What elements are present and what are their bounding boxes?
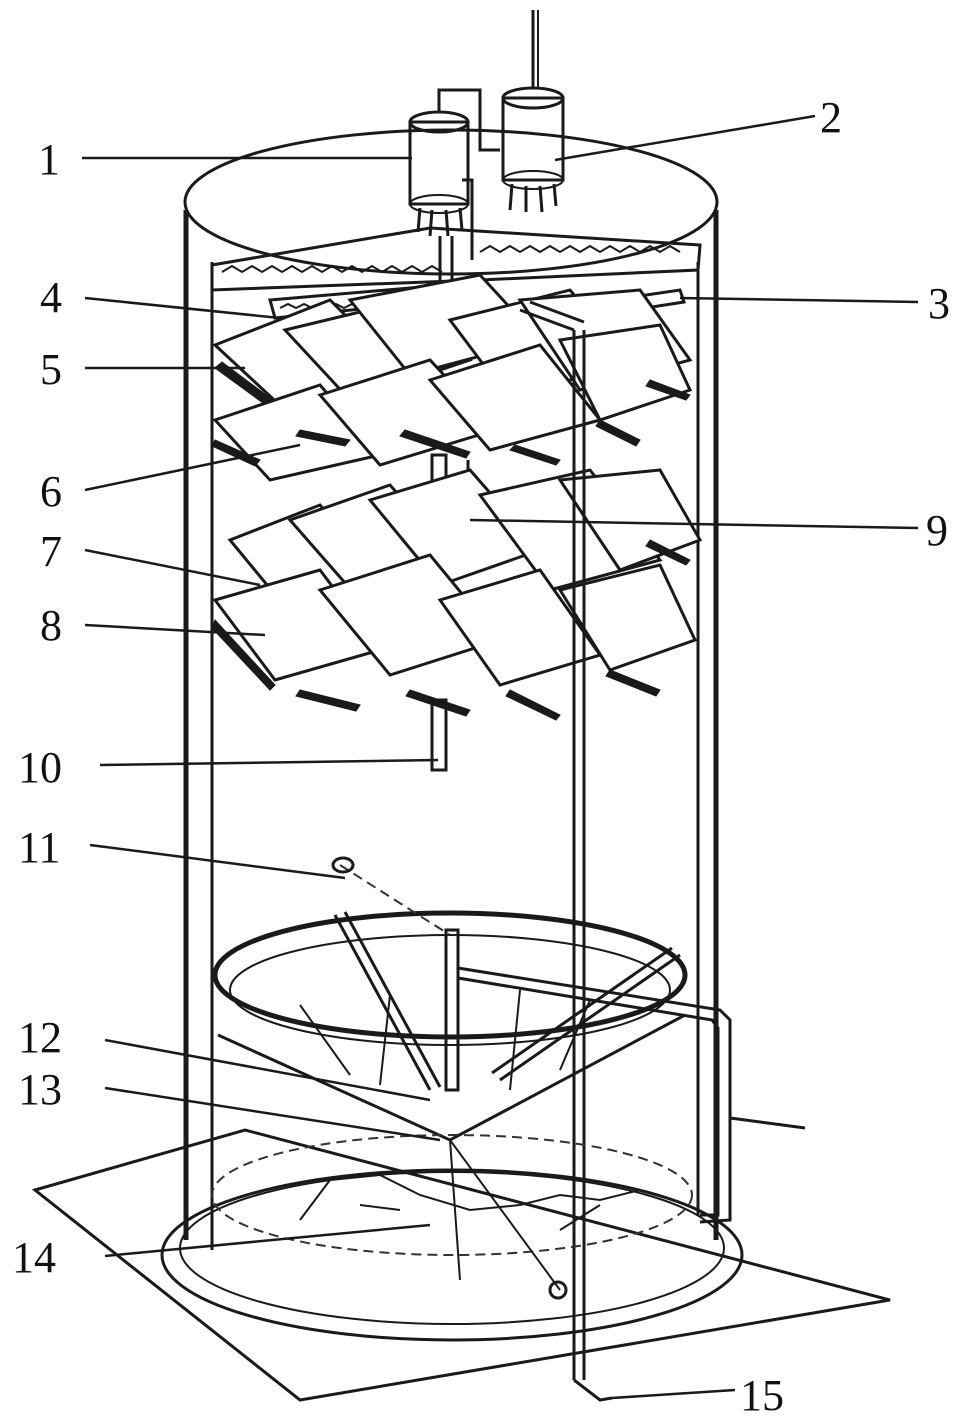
outlet-pipe-10 bbox=[430, 698, 448, 772]
label-2: 2 bbox=[820, 93, 842, 142]
label-14: 14 bbox=[12, 1233, 56, 1282]
vertical-tube-11 bbox=[444, 928, 460, 1092]
vessel-1 bbox=[408, 88, 500, 237]
top-grid-texture bbox=[221, 244, 681, 274]
bottom-feed-line bbox=[449, 1139, 561, 1291]
vessel-2 bbox=[501, 10, 565, 213]
leader-11 bbox=[89, 843, 346, 880]
leader-2 bbox=[554, 114, 816, 162]
leader-9 bbox=[469, 518, 919, 530]
leader-7 bbox=[84, 548, 261, 587]
distributor-outlet bbox=[548, 1280, 568, 1300]
base-plate bbox=[31, 1128, 891, 1402]
leader-8 bbox=[84, 623, 266, 637]
label-11: 11 bbox=[18, 823, 60, 872]
label-7: 7 bbox=[40, 527, 62, 576]
label-10: 10 bbox=[18, 743, 62, 792]
leader-3 bbox=[679, 296, 919, 304]
leader-15 bbox=[611, 1388, 736, 1400]
riser-bottom-bend bbox=[573, 1378, 613, 1402]
leader-10 bbox=[99, 758, 439, 767]
external-outlet bbox=[729, 1116, 806, 1130]
label-6: 6 bbox=[40, 467, 62, 516]
label-12: 12 bbox=[18, 1013, 62, 1062]
riser-top-bend bbox=[519, 300, 585, 332]
upper-plate-pack bbox=[211, 273, 693, 482]
vessel-connector bbox=[462, 178, 474, 260]
tube-11-cap bbox=[331, 856, 355, 874]
tube-11-dash bbox=[339, 864, 451, 936]
upper-cone-spiral bbox=[299, 989, 591, 1091]
leader-12 bbox=[104, 1038, 431, 1102]
leader-13 bbox=[104, 1086, 441, 1142]
label-3: 3 bbox=[928, 279, 950, 328]
label-1: 1 bbox=[38, 135, 60, 184]
leader-4 bbox=[84, 296, 281, 320]
label-5: 5 bbox=[40, 345, 62, 394]
label-4: 4 bbox=[40, 273, 62, 322]
label-15: 15 bbox=[740, 1371, 784, 1420]
tank-bottom-inner-ring bbox=[179, 1171, 725, 1325]
lower-plate-pack bbox=[211, 468, 703, 721]
upper-cone-body bbox=[217, 1013, 686, 1142]
label-13: 13 bbox=[18, 1065, 62, 1114]
label-8: 8 bbox=[40, 601, 62, 650]
inclined-tube-b bbox=[491, 946, 681, 1082]
lower-distributor-spiral bbox=[299, 1139, 641, 1281]
lower-distributor bbox=[211, 1134, 693, 1256]
leader-14 bbox=[104, 1223, 431, 1258]
inclined-tube-a bbox=[333, 911, 442, 1091]
leader-6 bbox=[84, 443, 301, 492]
side-connector-pipe bbox=[457, 966, 732, 1224]
upper-cone-rim bbox=[212, 910, 688, 1040]
label-9: 9 bbox=[926, 506, 948, 555]
